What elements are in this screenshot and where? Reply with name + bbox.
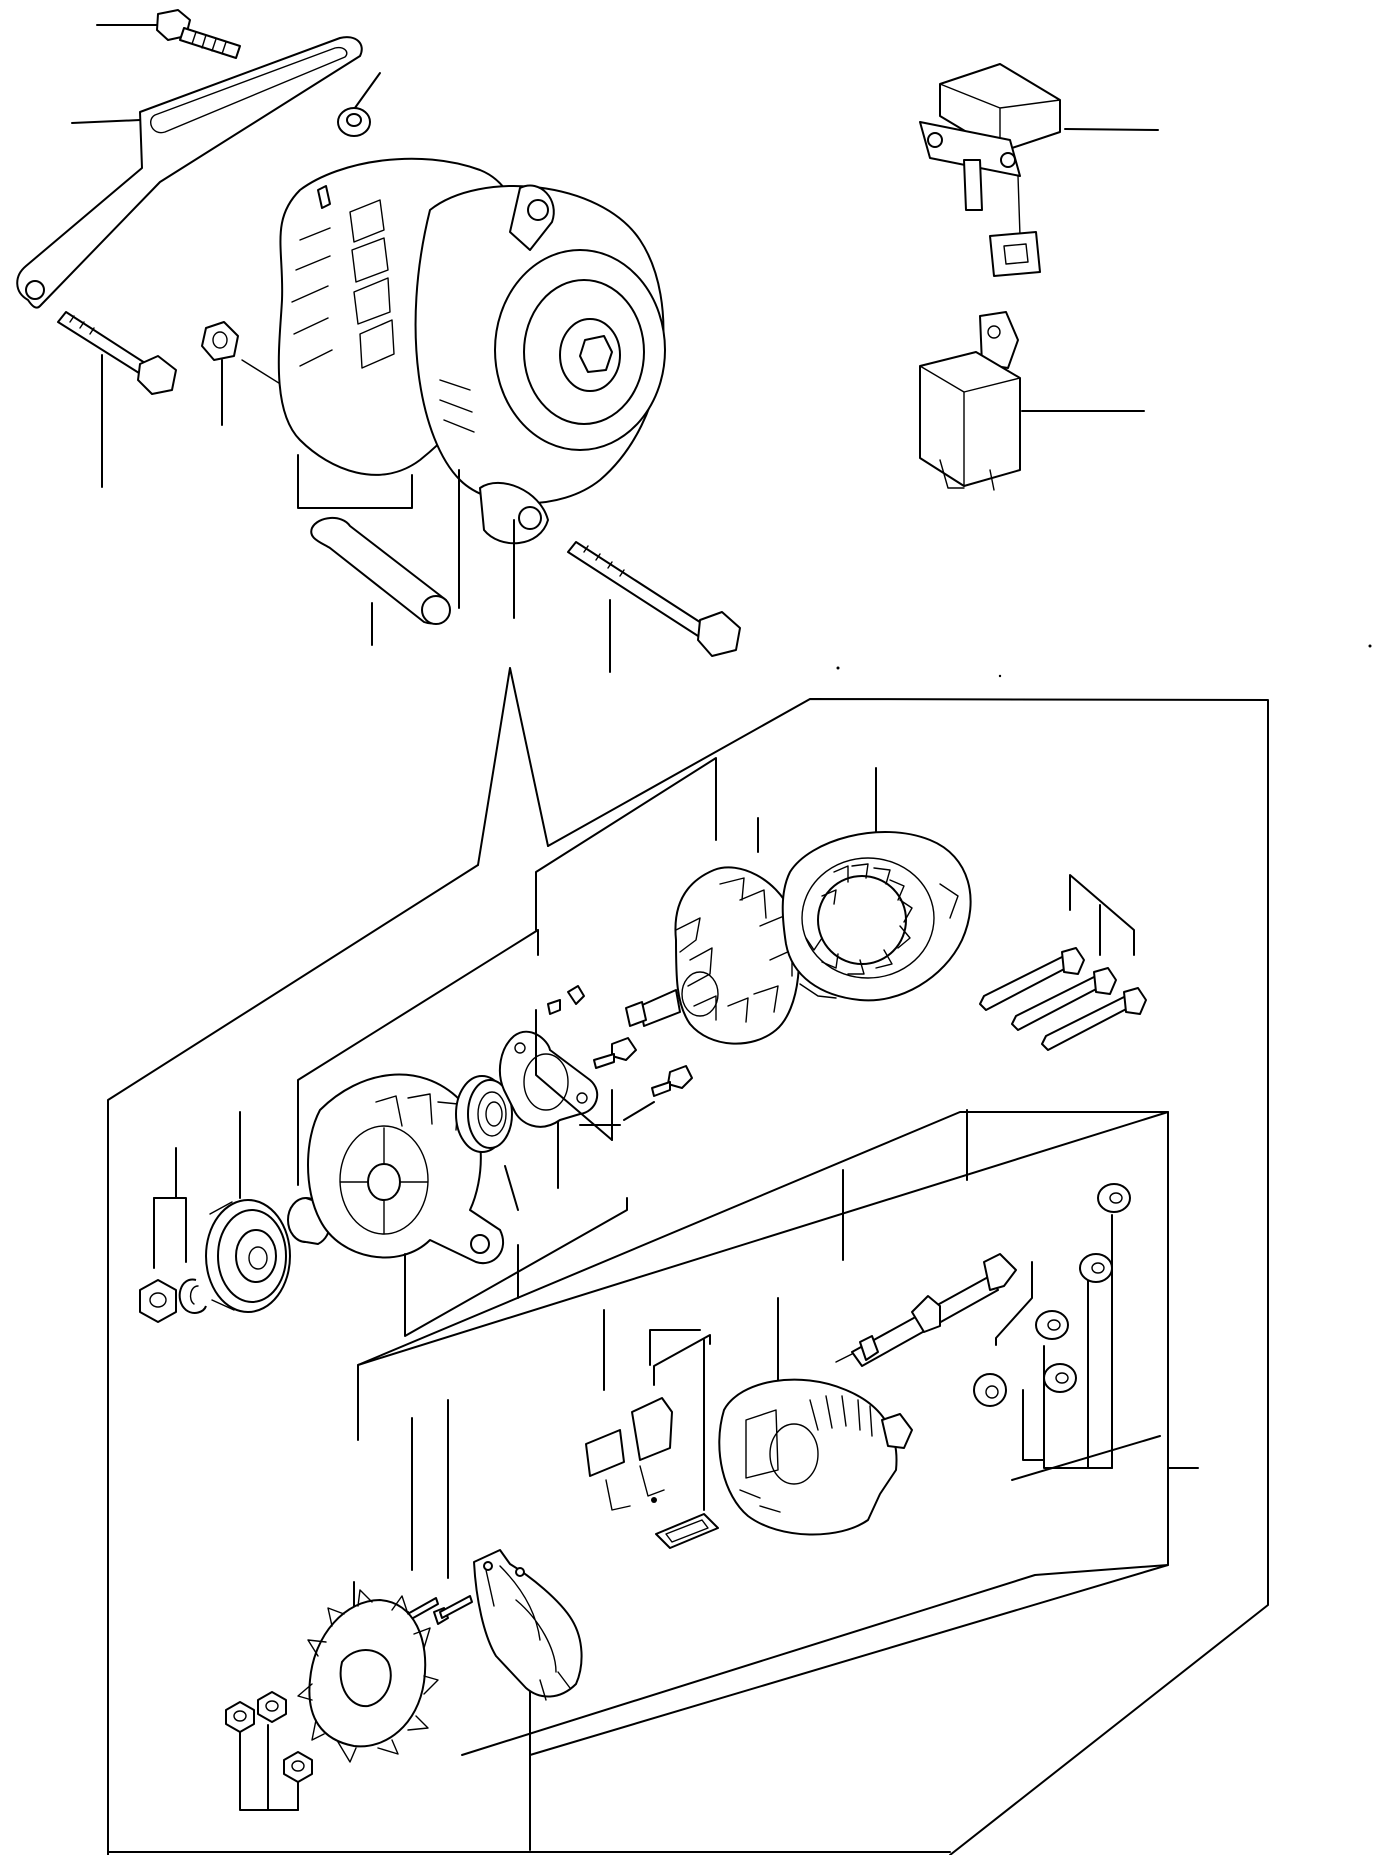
exploded-view-boundary	[108, 699, 1268, 1855]
retainer-screws	[548, 986, 692, 1096]
callout-front-frame	[298, 930, 538, 1185]
rear-bearing-shaft	[836, 1254, 1016, 1366]
callout-bracket	[72, 120, 140, 123]
callout-frame-group	[405, 1198, 627, 1336]
callout-retainer-screws	[536, 1010, 654, 1140]
mounting-bolt-left	[58, 312, 176, 394]
callout-rotor	[536, 758, 758, 930]
callout-bearing	[505, 1166, 518, 1210]
spacer-washer	[338, 108, 370, 136]
callout-pulley-nut	[154, 1148, 186, 1268]
callout-alternator	[459, 470, 514, 618]
through-bolt	[568, 542, 740, 656]
adjusting-bracket	[17, 37, 362, 308]
lock-washer	[180, 1280, 206, 1313]
scan-marks	[836, 644, 1372, 678]
callout-bushings	[996, 1215, 1160, 1480]
callout-brush-holder	[604, 1310, 710, 1400]
terminal-plate	[656, 1514, 718, 1548]
callout-terminal-screws	[358, 1112, 1168, 1578]
through-bolts-set	[980, 948, 1146, 1050]
rear-frame	[719, 1380, 912, 1535]
brush-holder	[586, 1398, 672, 1510]
front-frame	[308, 1075, 503, 1264]
collar-sleeve	[311, 518, 450, 624]
callout-regulator	[1065, 129, 1158, 130]
stator	[783, 832, 971, 1000]
pulley-nut	[140, 1280, 176, 1322]
rotor	[626, 867, 799, 1043]
bearing	[456, 1076, 512, 1152]
zoom-pointer	[478, 668, 548, 865]
callout-rear-frame	[650, 1110, 1198, 1468]
bolt-top	[157, 10, 240, 58]
relay	[920, 312, 1020, 490]
callout-through-bolts-set	[1070, 875, 1134, 955]
rear-nuts	[226, 1692, 312, 1782]
bearing-retainer	[500, 1032, 597, 1127]
alternator-assembly	[279, 159, 665, 544]
bushings	[974, 1184, 1130, 1406]
callout-spacer-washer	[352, 73, 380, 112]
pulley	[206, 1200, 290, 1312]
fan-plate	[298, 1590, 438, 1762]
callout-collar-sleeve	[298, 455, 412, 645]
nut-washer	[202, 322, 238, 360]
regulator-module	[920, 64, 1060, 276]
rectifier	[474, 1550, 582, 1700]
